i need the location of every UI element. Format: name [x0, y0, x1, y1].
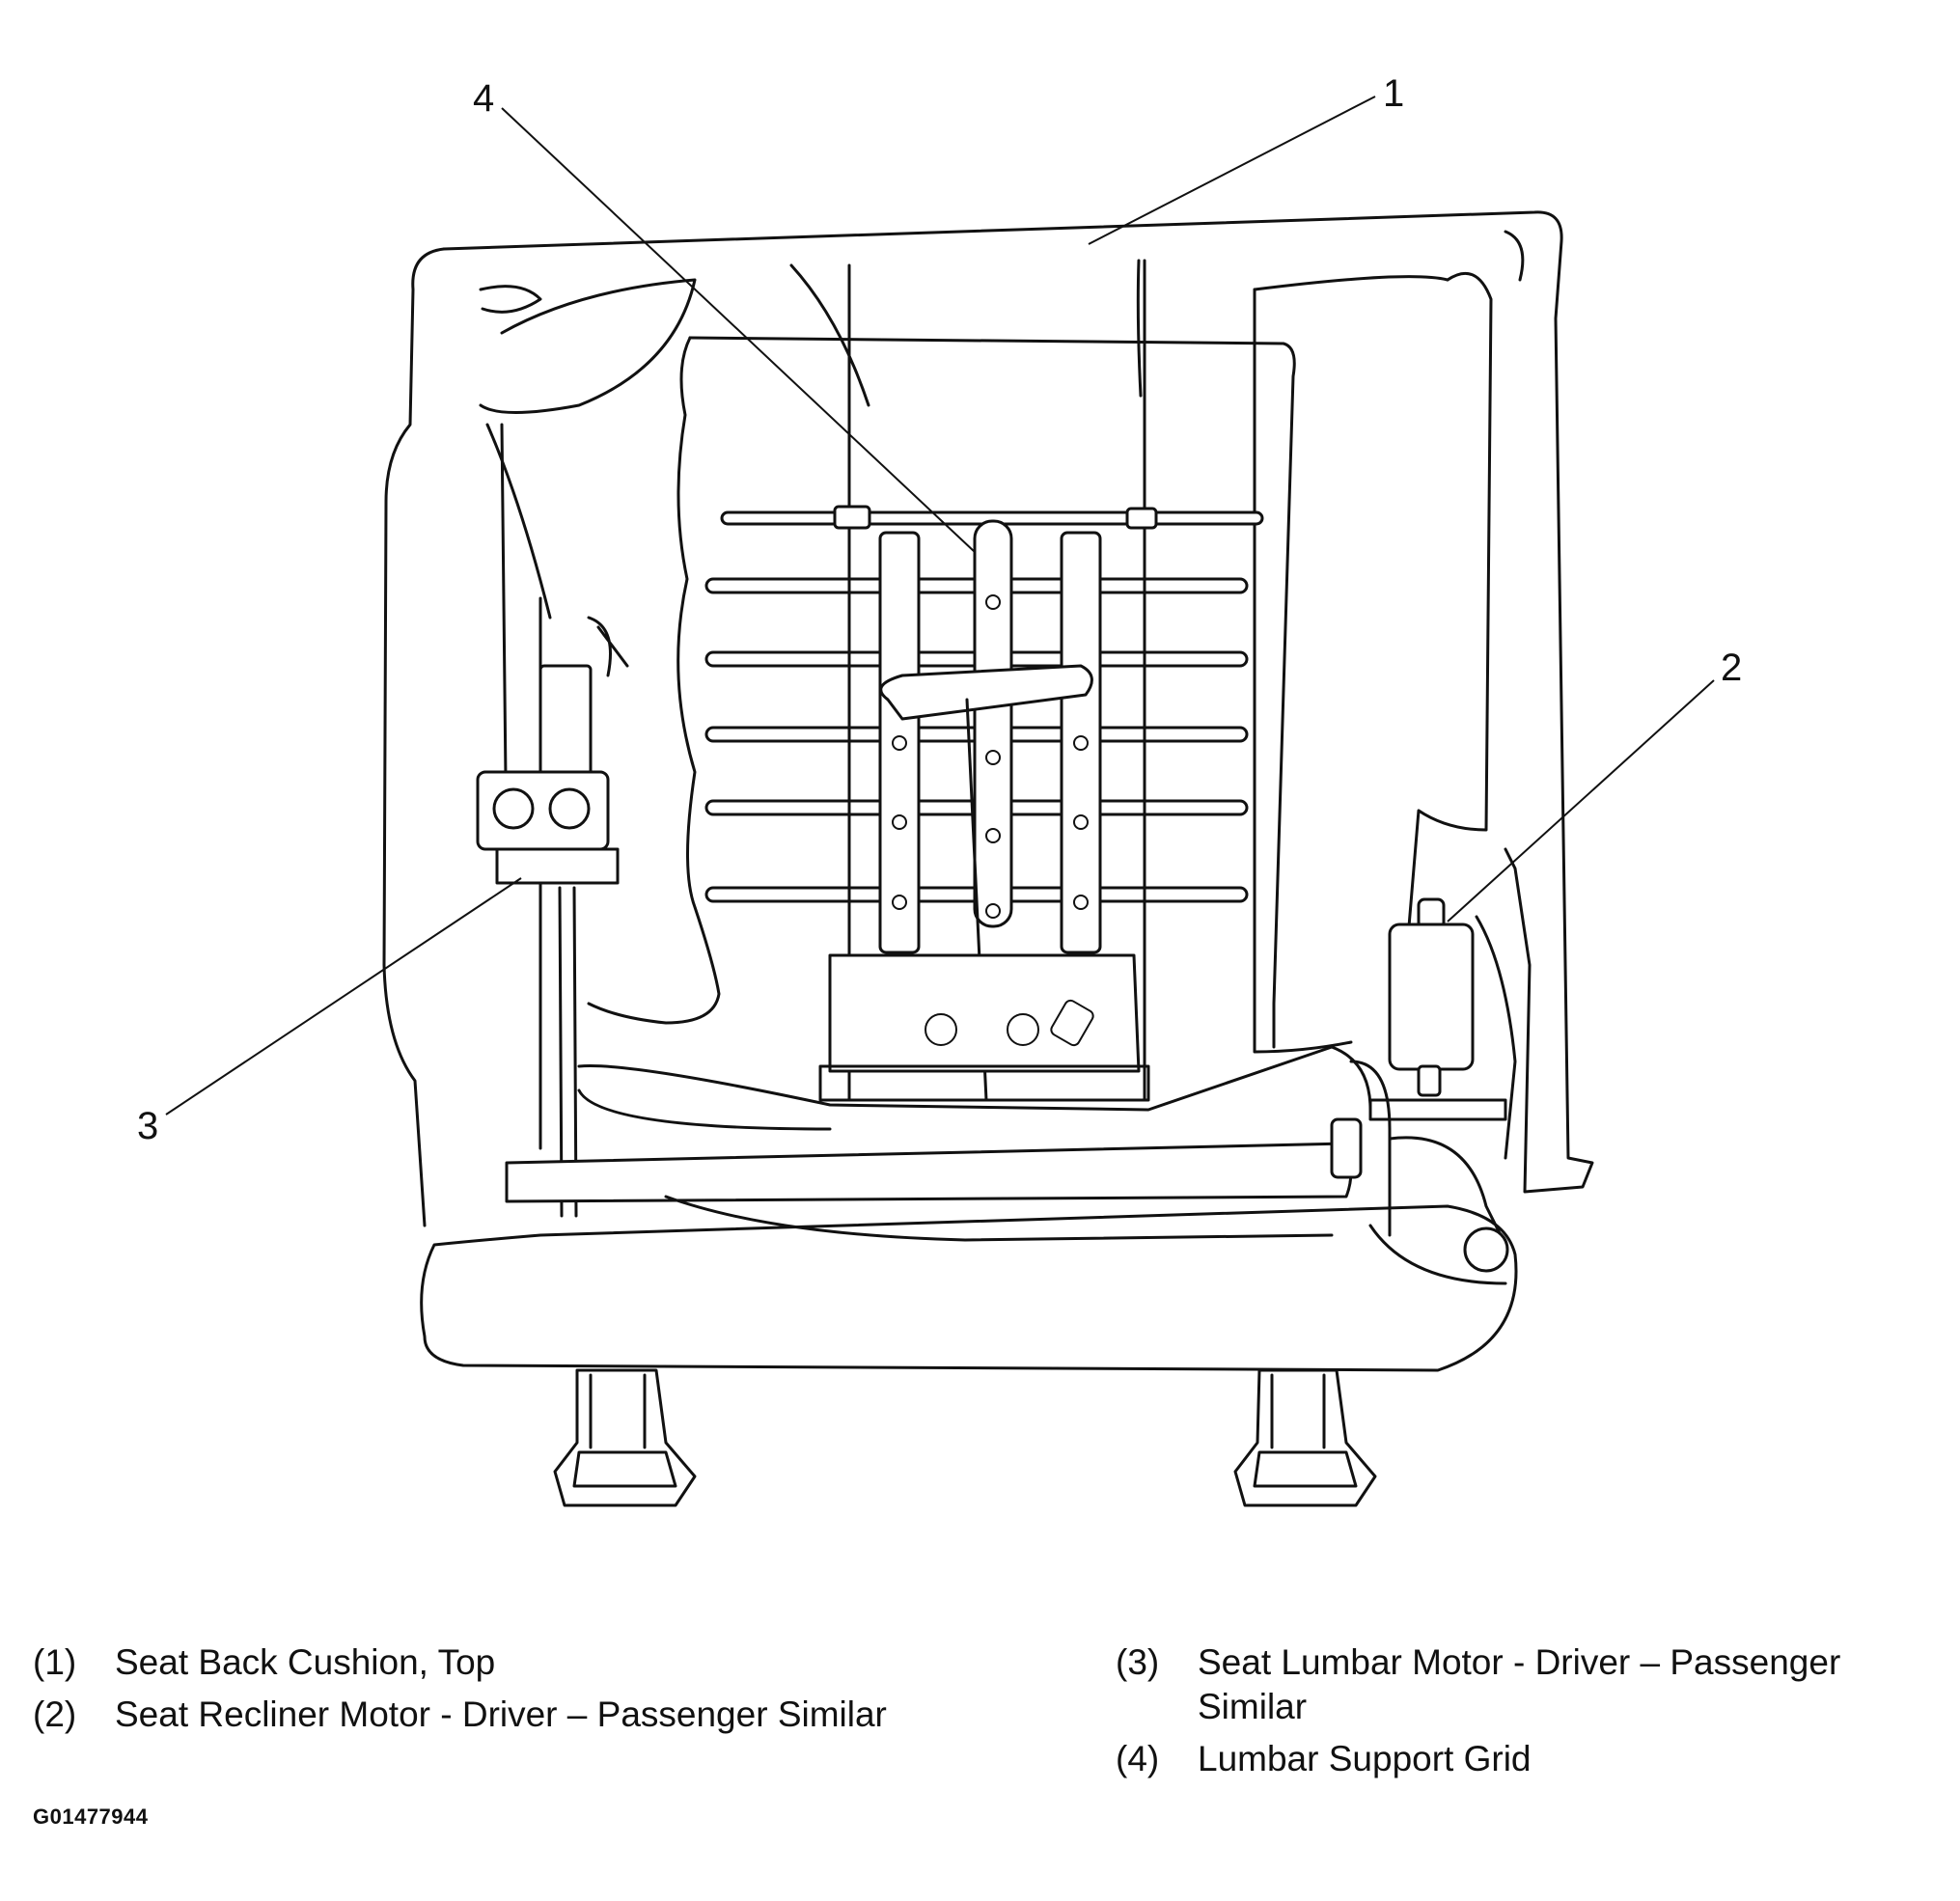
seat-diagram: 1 2 3 4 — [137, 72, 1742, 1507]
legend-text: Seat Lumbar Motor - Driver – Passenger S… — [1198, 1642, 1841, 1726]
figure-id: G01477944 — [33, 1805, 149, 1829]
seat-frame — [420, 1045, 1518, 1372]
legend-item: (1) Seat Back Cushion, Top — [33, 1640, 901, 1685]
callout-3: 3 — [137, 1105, 158, 1147]
callout-1: 1 — [1383, 72, 1404, 115]
seat-back-cushion — [382, 210, 1594, 1227]
legend-right-column: (3) Seat Lumbar Motor - Driver – Passeng… — [1116, 1640, 1946, 1789]
legend-number: (2) — [33, 1694, 77, 1734]
legend-number: (3) — [1116, 1642, 1160, 1682]
legend-item: (4) Lumbar Support Grid — [1116, 1737, 1946, 1781]
legend-number: (4) — [1116, 1739, 1160, 1778]
legend-item: (3) Seat Lumbar Motor - Driver – Passeng… — [1116, 1640, 1946, 1729]
legend-text: Seat Recliner Motor - Driver – Passenger… — [115, 1694, 887, 1734]
legend-left-column: (1) Seat Back Cushion, Top (2) Seat Recl… — [33, 1640, 901, 1745]
legend-text: Seat Back Cushion, Top — [115, 1642, 496, 1682]
legend-text: Lumbar Support Grid — [1198, 1739, 1532, 1778]
grid-rails — [878, 519, 1102, 954]
legend-item: (2) Seat Recliner Motor - Driver – Passe… — [33, 1693, 901, 1737]
callout-2: 2 — [1721, 647, 1742, 689]
callout-leaders — [165, 96, 1715, 1116]
callout-4: 4 — [473, 77, 494, 120]
recliner-motor — [1368, 897, 1517, 1160]
lumbar-support-grid — [587, 259, 1296, 1102]
seat-tracks — [553, 1368, 1377, 1507]
lumbar-motor — [476, 423, 629, 1218]
legend-number: (1) — [33, 1642, 77, 1682]
